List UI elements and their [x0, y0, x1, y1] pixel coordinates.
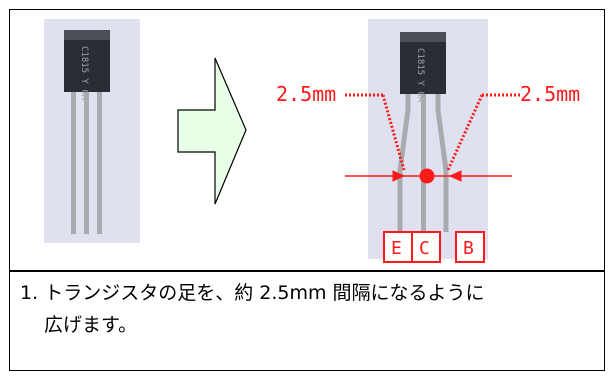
- caption-line-1: トランジスタの足を、約 2.5mm 間隔になるように: [44, 282, 484, 304]
- dimension-label-right: 2.5mm: [520, 82, 580, 106]
- pin-label-b: B: [463, 238, 474, 259]
- pin-label-e: E: [391, 238, 402, 259]
- pin-labels: E C B: [384, 232, 484, 262]
- dimension-label-left: 2.5mm: [276, 82, 336, 106]
- transistor-before: C1815 Y 6A: [64, 30, 110, 234]
- right-arrow-icon: [178, 58, 246, 204]
- caption-line-2: 広げます。: [20, 309, 600, 341]
- instruction-caption: 1. トランジスタの足を、約 2.5mm 間隔になるように 広げます。: [20, 277, 600, 341]
- step-number: 1.: [20, 277, 38, 309]
- pin-label-c: C: [419, 238, 430, 259]
- transistor-after: C1815 Y 6A: [368, 19, 488, 259]
